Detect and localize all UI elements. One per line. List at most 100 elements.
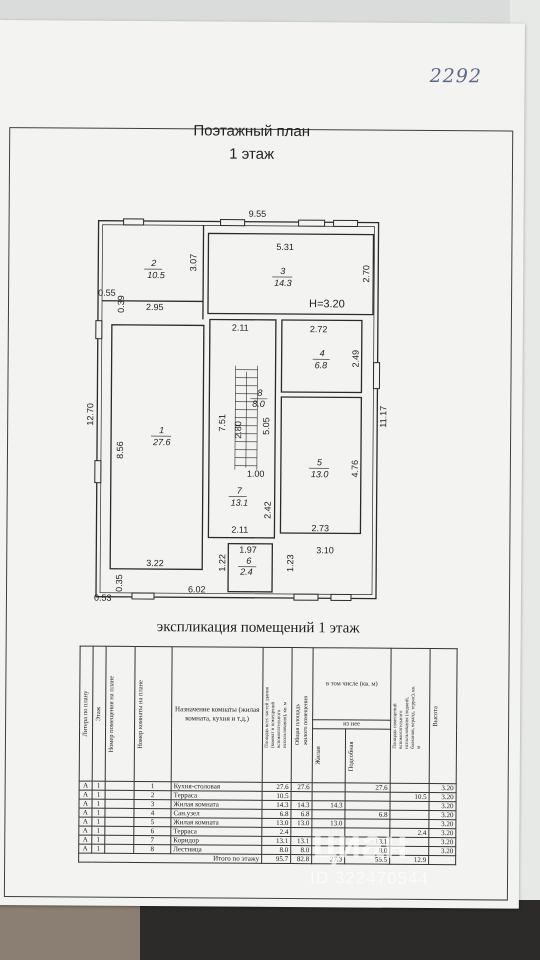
cell: 27.6 bbox=[262, 782, 292, 792]
cell bbox=[104, 826, 134, 836]
cell: А bbox=[79, 790, 93, 800]
dim-label: 11.17 bbox=[378, 406, 388, 428]
dim-label: 2.70 bbox=[361, 265, 371, 283]
svg-text:13.1: 13.1 bbox=[231, 498, 249, 508]
cell: 2.4 bbox=[261, 827, 291, 837]
cell: 1 bbox=[91, 808, 105, 818]
cell: 8.0 bbox=[261, 845, 291, 855]
cell: А bbox=[78, 808, 92, 818]
room-6-label: 6 2.4 bbox=[238, 556, 257, 577]
cell: Жилая комната bbox=[170, 799, 263, 810]
dim-label: 3.22 bbox=[146, 558, 164, 568]
dim-label: 2.80 bbox=[233, 421, 243, 439]
room-5-outline bbox=[279, 396, 363, 535]
dim-label: 7.51 bbox=[217, 414, 227, 432]
cell: 10.5 bbox=[262, 791, 292, 801]
wall bbox=[102, 300, 204, 303]
dim-label: 0.53 bbox=[94, 593, 112, 603]
wall bbox=[202, 225, 205, 320]
cell bbox=[389, 801, 430, 811]
dim-label: 12.70 bbox=[85, 403, 95, 426]
explication-title: экспликация помещений 1 этаж bbox=[156, 619, 360, 637]
cell: Коридор bbox=[170, 835, 262, 846]
cell: 1 bbox=[92, 781, 106, 791]
cell bbox=[344, 800, 391, 811]
room-3-outline bbox=[207, 232, 375, 316]
cell: 3 bbox=[133, 799, 172, 809]
svg-text:27.6: 27.6 bbox=[152, 437, 171, 447]
cell: 27.6 bbox=[291, 782, 313, 792]
room-5-label: 5 13.0 bbox=[308, 457, 329, 479]
cell: Сан.узел bbox=[170, 808, 262, 819]
cell: 1 bbox=[91, 799, 106, 809]
cell: Кухня-столовая bbox=[171, 781, 263, 792]
cell: 14.3 bbox=[311, 800, 346, 810]
header-litera: Литера по плану bbox=[81, 690, 90, 737]
header-living-total: Общая площадь жилого помещения bbox=[294, 695, 310, 746]
windows bbox=[94, 218, 381, 601]
svg-text:14.3: 14.3 bbox=[274, 278, 292, 288]
cell: 6.8 bbox=[344, 809, 390, 820]
cell: 1 bbox=[91, 826, 105, 836]
cell: 3.20 bbox=[428, 819, 456, 829]
cell: 8.0 bbox=[290, 845, 312, 855]
dim-label: 1.97 bbox=[239, 545, 257, 555]
header-living: Жилая bbox=[314, 746, 322, 765]
dim-label: 5.31 bbox=[276, 242, 294, 252]
svg-text:5: 5 bbox=[317, 457, 323, 467]
cell: 6.8 bbox=[290, 809, 312, 819]
dim-label: 4.76 bbox=[350, 460, 360, 478]
cell: Терраса bbox=[171, 790, 263, 801]
svg-text:6: 6 bbox=[246, 556, 251, 566]
stairs bbox=[234, 365, 258, 470]
svg-text:4: 4 bbox=[320, 348, 325, 358]
dim-label: 1.00 bbox=[247, 469, 265, 479]
cell: 6.8 bbox=[261, 809, 291, 819]
cell bbox=[428, 855, 456, 865]
dim-label: 1.23 bbox=[285, 554, 295, 572]
dim-label: 8.56 bbox=[115, 441, 125, 459]
background-floor bbox=[0, 900, 140, 960]
dim-label: 2.72 bbox=[310, 324, 328, 334]
svg-text:1: 1 bbox=[159, 425, 164, 435]
floor-plan: 9.55 5.31 3.07 2.70 0.55 0.39 2.95 2.11 … bbox=[85, 209, 388, 603]
watermark-id: ID 322470544 bbox=[309, 868, 429, 889]
dim-label: 2.49 bbox=[351, 350, 361, 368]
cell bbox=[104, 799, 135, 809]
room-4-outline bbox=[280, 319, 363, 394]
cell bbox=[389, 810, 429, 820]
svg-text:2.4: 2.4 bbox=[239, 567, 253, 577]
cell bbox=[104, 844, 134, 854]
room-1-outline bbox=[109, 324, 205, 571]
cell: 3.20 bbox=[429, 783, 457, 793]
cell: 1 bbox=[91, 817, 105, 827]
header-including: в том числе (кв. м) bbox=[312, 647, 392, 721]
header-purpose: Назначение комнаты (жилая комната, кухня… bbox=[171, 646, 264, 783]
cell: 14.3 bbox=[261, 800, 292, 810]
cell: 3.20 bbox=[428, 801, 457, 811]
dim-label: 5.05 bbox=[261, 417, 271, 435]
cell: 5 bbox=[133, 817, 171, 827]
room-3-label: 3 14.3 bbox=[272, 266, 293, 288]
dim-label: 0.35 bbox=[114, 574, 124, 592]
cell: 1 bbox=[134, 781, 172, 791]
dim-label: 6.02 bbox=[188, 584, 206, 594]
cell: 13.1 bbox=[261, 836, 291, 846]
cell: 1 bbox=[92, 790, 106, 800]
cell: Жилая комната bbox=[170, 817, 262, 828]
room-7-outline bbox=[207, 318, 277, 539]
cell: 1 bbox=[91, 844, 105, 854]
cell: 3.20 bbox=[428, 828, 456, 838]
dim-label: 2.42 bbox=[263, 501, 273, 519]
header-premise-no: Номер помещения на плане bbox=[107, 675, 116, 753]
cell bbox=[311, 809, 345, 819]
cell: 27.6 bbox=[345, 782, 391, 793]
svg-text:2: 2 bbox=[150, 258, 156, 268]
cell: 4 bbox=[133, 808, 171, 818]
dim-label: 0.55 bbox=[98, 288, 116, 298]
cell bbox=[104, 817, 134, 827]
header-room-no: Номер комнаты на плане bbox=[136, 679, 145, 749]
cell: 13.0 bbox=[290, 818, 312, 828]
room-6-outline bbox=[227, 542, 274, 593]
cell: Лестница bbox=[170, 844, 262, 855]
